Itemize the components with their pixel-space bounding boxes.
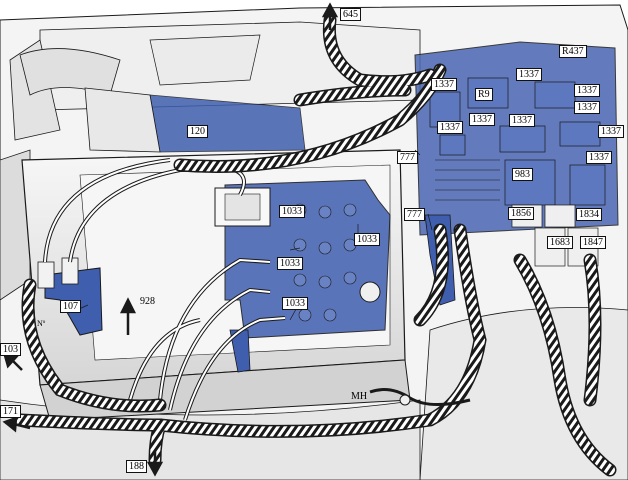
callout-1337-h: 1337 bbox=[598, 125, 624, 138]
callout-1033-b: 1033 bbox=[354, 233, 380, 246]
callout-1337-c: 1337 bbox=[574, 84, 600, 97]
callout-1337-d: 1337 bbox=[574, 101, 600, 114]
callout-777-b: 777 bbox=[404, 208, 425, 221]
callout-1337-a: 1337 bbox=[431, 78, 457, 91]
callout-1856: 1856 bbox=[508, 207, 534, 220]
callout-1033-d: 1033 bbox=[282, 297, 308, 310]
callout-171: 171 bbox=[0, 405, 21, 418]
callout-120: 120 bbox=[187, 125, 208, 138]
callout-1337-e: 1337 bbox=[469, 113, 495, 126]
callout-ne: Nº bbox=[37, 319, 46, 328]
callout-928: 928 bbox=[140, 296, 155, 307]
callout-r9: R9 bbox=[475, 88, 493, 101]
callout-1033-c: 1033 bbox=[277, 257, 303, 270]
callout-188: 188 bbox=[126, 460, 147, 473]
callout-1337-f: 1337 bbox=[509, 114, 535, 127]
callout-1683: 1683 bbox=[547, 236, 573, 249]
callout-983: 983 bbox=[512, 168, 533, 181]
callout-1337-i: 1337 bbox=[586, 151, 612, 164]
callout-r437: R437 bbox=[559, 45, 587, 58]
callout-777-a: 777 bbox=[397, 151, 418, 164]
callout-1337-b: 1337 bbox=[516, 68, 542, 81]
callout-107: 107 bbox=[60, 300, 81, 313]
callout-645: 645 bbox=[340, 8, 361, 21]
callout-1847: 1847 bbox=[580, 236, 606, 249]
callout-1033-a: 1033 bbox=[279, 205, 305, 218]
callout-103: 103 bbox=[0, 343, 21, 356]
callout-mh: MH bbox=[351, 391, 368, 402]
callout-1834: 1834 bbox=[576, 208, 602, 221]
callout-1337-g: 1337 bbox=[437, 121, 463, 134]
